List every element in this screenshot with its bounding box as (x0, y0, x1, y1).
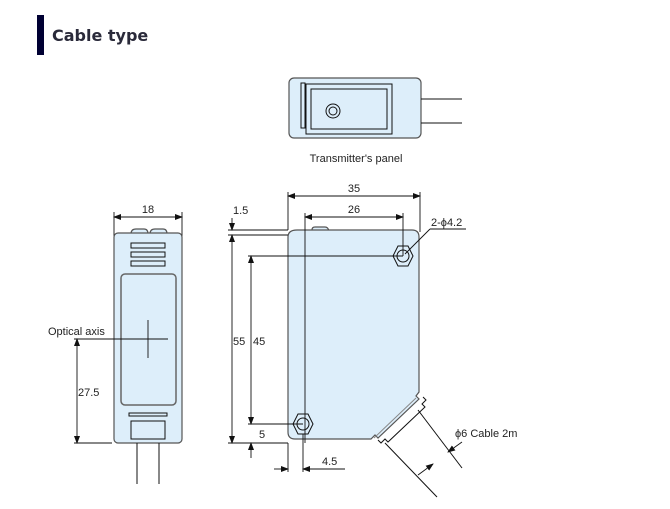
heading-accent-bar (37, 15, 44, 55)
hole-vertical-pitch-dimension: 45 (253, 336, 265, 348)
overall-width-dimension: 35 (348, 183, 360, 195)
section-title: Cable type (52, 25, 149, 45)
tab-offset-dimension: 1.5 (233, 205, 248, 217)
front-view: 18 Optical axis 27.5 (48, 204, 183, 484)
overall-height-dimension: 55 (233, 336, 245, 348)
hole-bottom-offset-dimension: 5 (259, 429, 265, 441)
front-width-dimension: 18 (142, 204, 154, 216)
hole-side-offset-dimension: 4.5 (322, 456, 337, 468)
side-view: 35 26 1.5 2-ϕ4.2 55 45 5 (228, 183, 517, 498)
section-heading: Cable type (37, 15, 148, 55)
hole-pitch-dimension: 26 (348, 204, 360, 216)
cable-label: ϕ6 Cable 2m (455, 428, 517, 440)
optical-axis-height-dimension: 27.5 (78, 387, 99, 399)
transmitter-panel-caption: Transmitter's panel (310, 153, 403, 165)
mount-holes-label: 2-ϕ4.2 (431, 217, 462, 229)
optical-axis-label: Optical axis (48, 326, 105, 338)
transmitter-panel: Transmitter's panel (288, 77, 462, 165)
